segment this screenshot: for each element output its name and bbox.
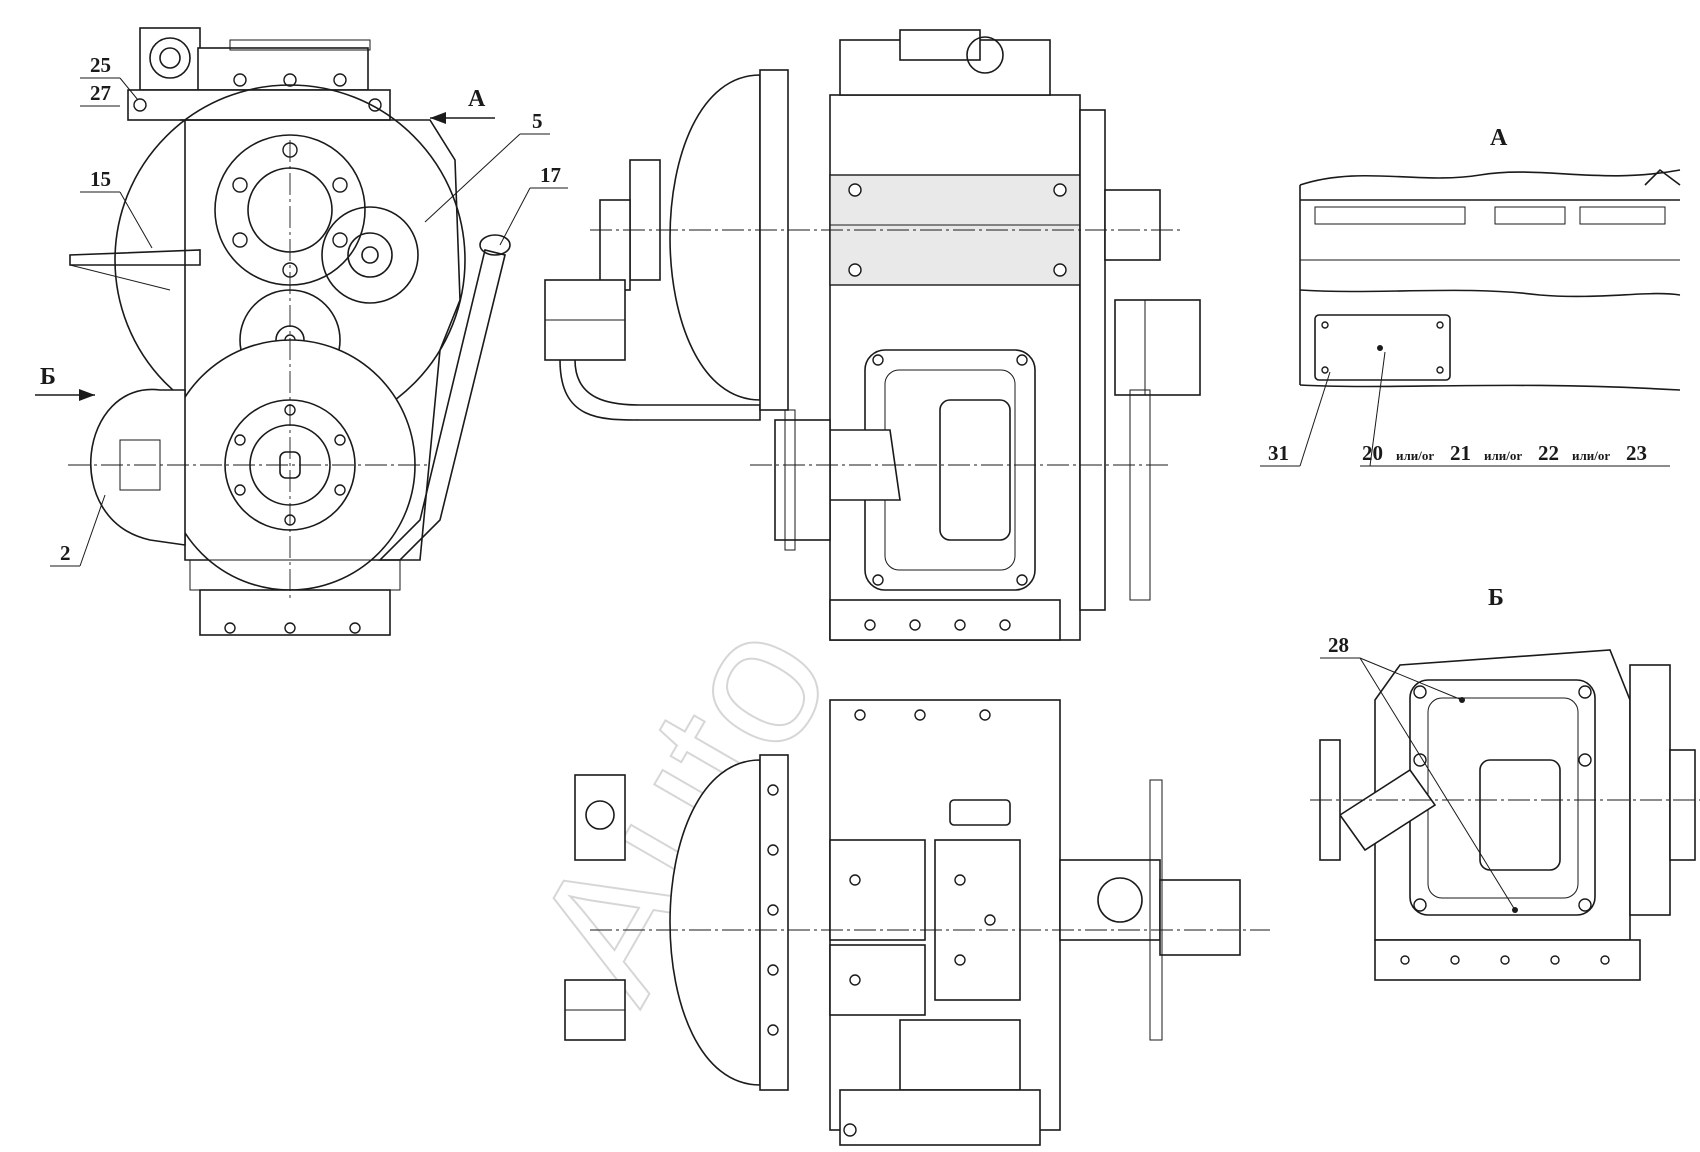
callout-2: 2 xyxy=(60,541,71,565)
plan-pto xyxy=(1059,859,1161,941)
callout-5: 5 xyxy=(532,109,543,133)
plan-valve-left xyxy=(829,839,926,941)
connector-or-3: или/or xyxy=(1572,448,1610,463)
connector-or-2: или/or xyxy=(1484,448,1522,463)
plan-nameplate xyxy=(949,799,1011,826)
side-view xyxy=(544,29,1201,641)
detail-view-b: Б 28 xyxy=(1310,585,1700,981)
callout-21: 21 xyxy=(1450,441,1471,465)
top-plate xyxy=(127,89,391,121)
callout-15: 15 xyxy=(90,167,111,191)
plan-flange-bolts xyxy=(767,784,779,1036)
plan-converter-bell xyxy=(669,759,761,1086)
view-a-break-top xyxy=(1299,169,1681,186)
side-pump xyxy=(89,388,186,546)
view-b-motor xyxy=(1338,768,1437,852)
view-a-title: А xyxy=(1490,125,1508,151)
arrow-a-head xyxy=(430,112,446,124)
pto-housing xyxy=(1114,299,1201,396)
callout-17: 17 xyxy=(540,163,561,187)
arrow-a-label: А xyxy=(468,86,486,112)
callout-22: 22 xyxy=(1538,441,1559,465)
callout-27: 27 xyxy=(90,81,111,105)
plan-bracket xyxy=(839,1089,1041,1146)
plan-valve-right xyxy=(934,839,1021,1001)
plan-view xyxy=(564,699,1270,1146)
converter-bell xyxy=(669,74,761,401)
front-view xyxy=(68,27,511,636)
view-b-title: Б xyxy=(1488,585,1504,611)
plan-pump-top xyxy=(574,774,626,861)
arrow-b-label: Б xyxy=(40,364,56,390)
view-a-break-bottom xyxy=(1299,384,1681,391)
callout-31: 31 xyxy=(1268,441,1289,465)
arrow-b-head xyxy=(79,389,95,401)
connector-or-1: или/or xyxy=(1396,448,1434,463)
callout-23: 23 xyxy=(1626,441,1647,465)
callout-20: 20 xyxy=(1362,441,1383,465)
sideview-base xyxy=(829,599,1061,641)
front-callouts: 25 27 15 5 17 2 А Б xyxy=(35,53,568,567)
callout-25: 25 xyxy=(90,53,111,77)
callout-28: 28 xyxy=(1328,633,1349,657)
detail-view-a: А 31 20 или/or 21 или/or 22 или/or 23 xyxy=(1260,125,1681,467)
